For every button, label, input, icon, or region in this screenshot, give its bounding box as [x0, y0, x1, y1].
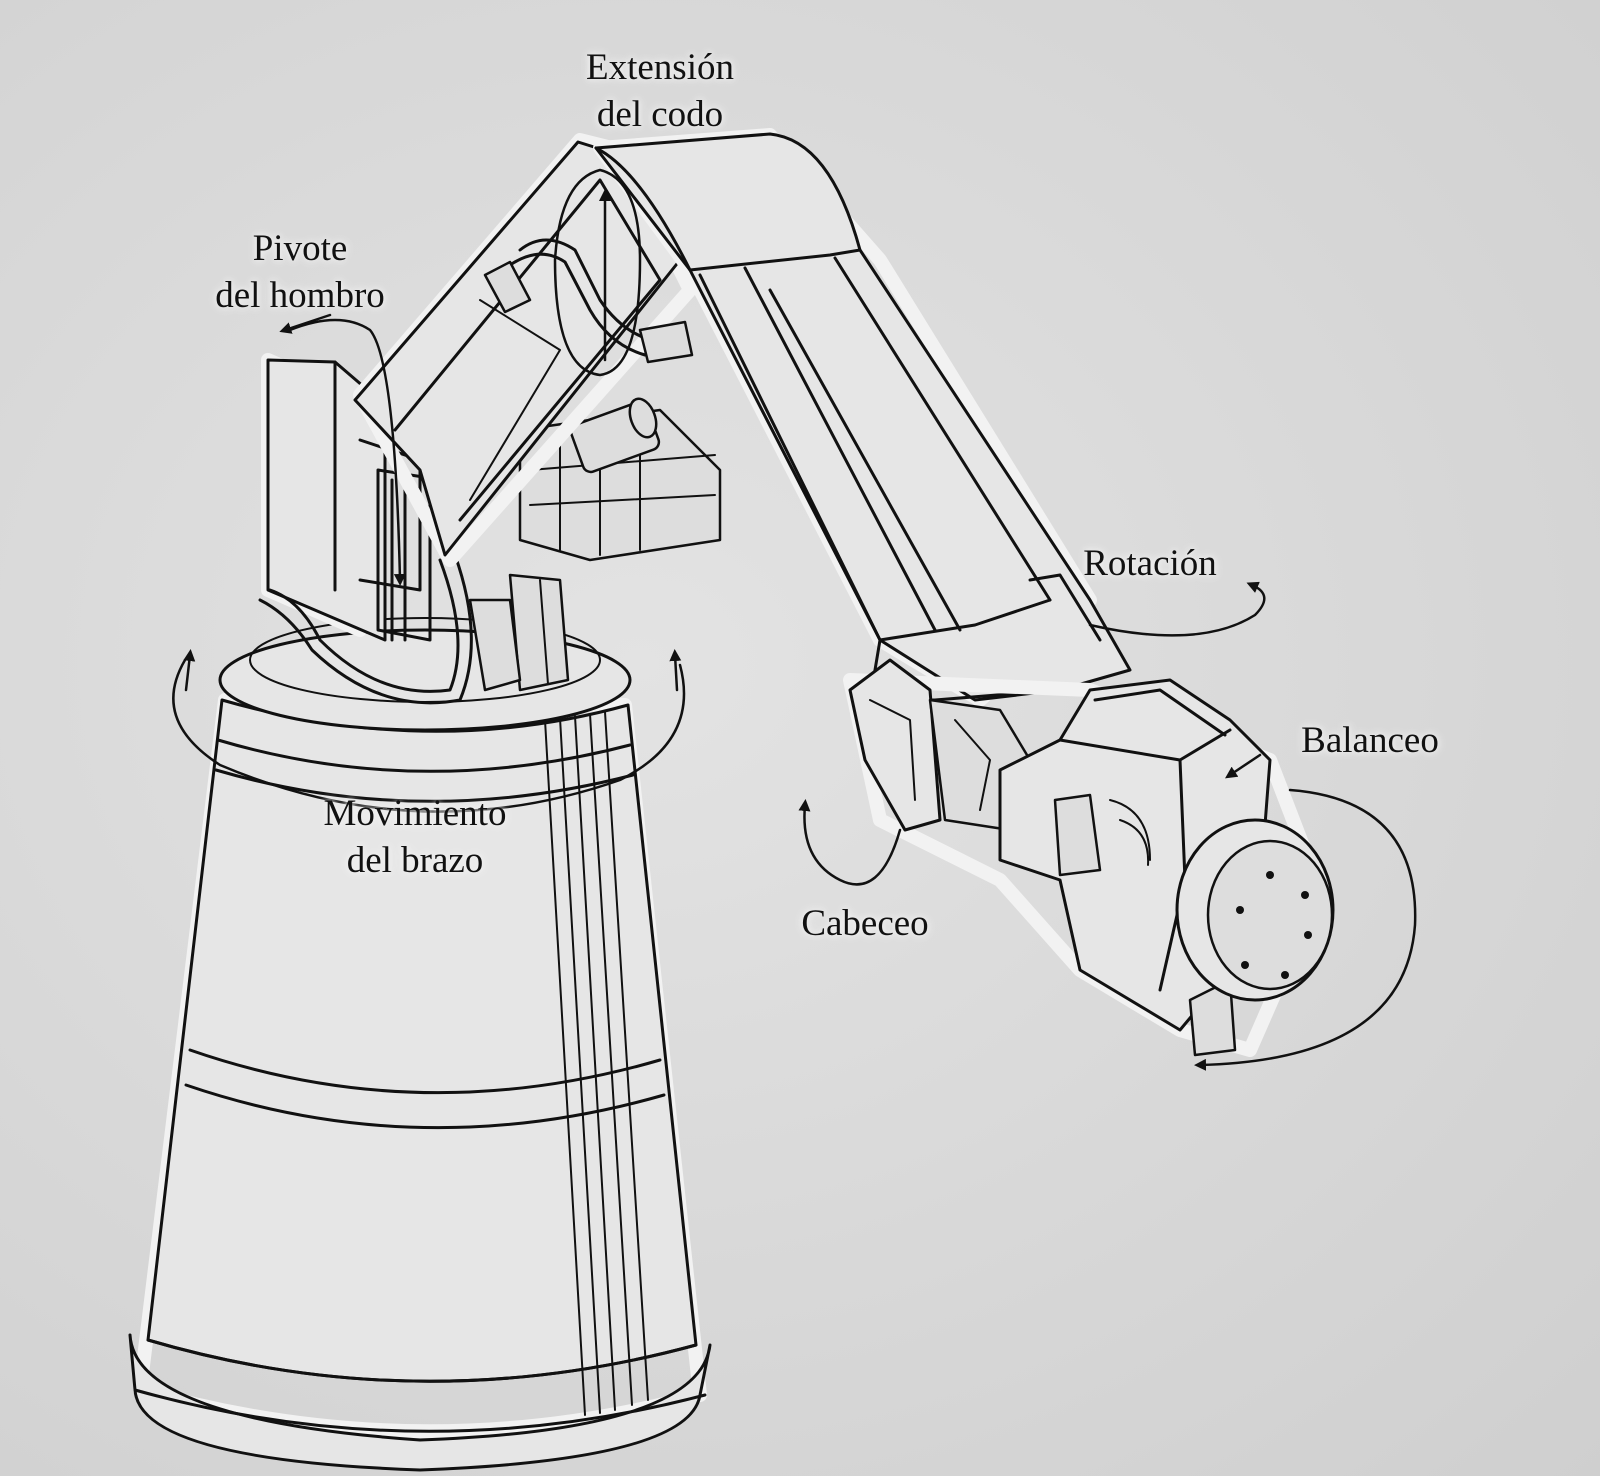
label-shoulder-pivot: Pivote del hombro [190, 225, 410, 319]
motion-arrows [172, 168, 1417, 1071]
roll-arrow [1194, 788, 1417, 1071]
pitch-arrow [798, 799, 902, 886]
forearm [593, 128, 1132, 707]
pedestal-base [128, 617, 712, 1472]
label-elbow-extension: Extensión del codo [570, 44, 750, 138]
label-arm-sweep-line1: Movimiento [323, 793, 507, 834]
shoulder-housing [258, 353, 722, 705]
elbow-extension-arrow [553, 168, 642, 377]
label-pitch-line1: Cabeceo [801, 903, 929, 944]
label-shoulder-pivot-line2: del hombro [215, 275, 385, 316]
label-roll: Balanceo [1275, 717, 1465, 764]
arm-sweep-arrow [172, 658, 686, 813]
label-elbow-extension-line1: Extensión [586, 47, 734, 88]
label-elbow-extension-line2: del codo [596, 94, 724, 135]
label-arm-sweep: Movimiento del brazo [300, 790, 530, 884]
label-arm-sweep-line2: del brazo [346, 840, 484, 881]
shoulder-pivot-arrow [288, 318, 406, 586]
label-roll-line1: Balanceo [1301, 720, 1439, 761]
label-shoulder-pivot-line1: Pivote [252, 228, 348, 269]
label-pitch: Cabeceo [780, 900, 950, 947]
label-rotation-line1: Rotación [1083, 543, 1217, 584]
label-rotation: Rotación [1060, 540, 1240, 587]
rotation-arrow [1088, 581, 1266, 637]
wrist-assembly [843, 658, 1335, 1057]
